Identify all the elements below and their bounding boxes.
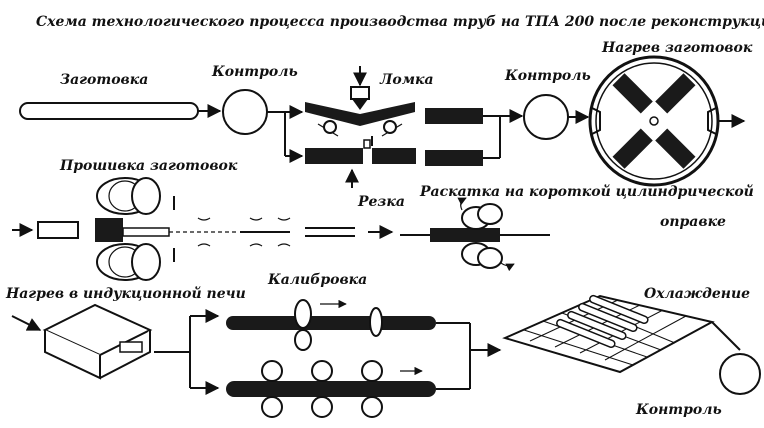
label-control-2: Контроль <box>504 68 591 84</box>
rotary-furnace <box>588 55 746 187</box>
control-1-circle <box>222 89 268 135</box>
control-2-circle <box>523 94 569 140</box>
tube-sections <box>305 225 394 239</box>
piercing-mill <box>95 177 291 281</box>
label-induction-heating: Нагрев в индукционной печи <box>5 285 246 302</box>
billet-short <box>37 221 79 239</box>
label-control-1: Контроль <box>211 64 298 80</box>
label-billet: Заготовка <box>60 72 148 88</box>
breaking-press <box>305 66 415 137</box>
control-3-circle <box>719 353 761 395</box>
diagram-title: Схема технологического процесса производ… <box>36 14 764 30</box>
label-billet-heating: Нагрев заготовок <box>601 40 753 56</box>
billet-rod <box>19 102 199 120</box>
label-piercing: Прошивка заготовок <box>59 158 238 174</box>
label-breaking: Ломка <box>379 72 434 88</box>
billet-block-lower <box>425 150 483 166</box>
label-rolling-line-2: оправке <box>660 214 726 230</box>
billet-block-upper <box>425 108 483 124</box>
sizing-mill-upper <box>226 299 436 351</box>
label-control-3: Контроль <box>635 402 722 418</box>
label-cooling: Охлаждение <box>644 286 750 302</box>
cutting-unit <box>305 136 416 188</box>
rolling-mill <box>400 197 550 272</box>
label-cutting: Резка <box>357 194 405 210</box>
label-rolling-line-1: Раскатка на короткой цилиндрической <box>419 183 754 200</box>
induction-furnace <box>42 303 153 380</box>
cooling-bed <box>502 294 741 374</box>
label-sizing: Калибровка <box>267 272 367 288</box>
sizing-mill-lower <box>226 360 436 418</box>
